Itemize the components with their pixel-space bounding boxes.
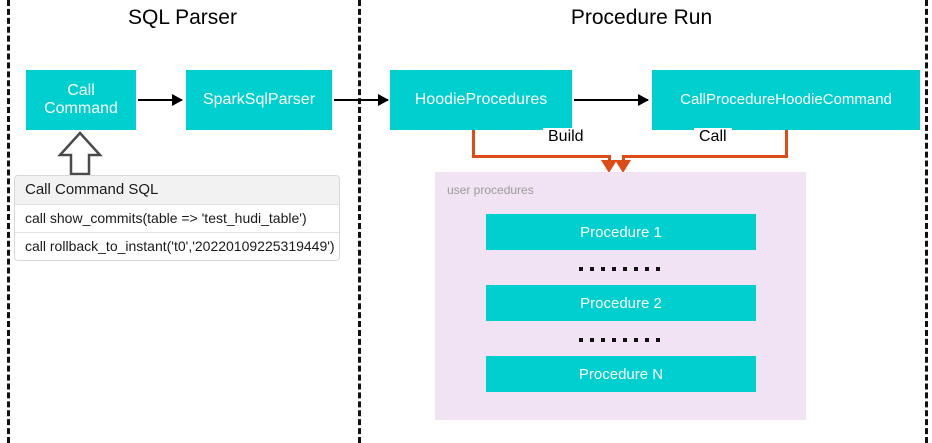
section-divider-left [7,0,10,443]
node-spark-sql-parser-label: SparkSqlParser [202,90,316,108]
ellipsis-dots [579,338,660,342]
user-procedures-panel-label: user procedures [447,183,534,197]
section-divider-right [925,0,928,443]
edge-label-call: Call [694,128,732,146]
node-hoodie-procedures-label: HoodieProcedures [414,90,548,108]
procedure-box[interactable]: Procedure N [486,356,756,392]
build-edge-arrowhead [601,160,617,173]
edge-label-build: Build [543,128,589,146]
build-edge-segment-horizontal [472,155,611,158]
call-edge-segment-horizontal [622,155,788,158]
arrow-spark-sql-parser-to-hoodie-procedures [334,94,389,106]
section-title-procedure-run: Procedure Run [570,6,713,29]
ellipsis-dots [579,267,660,271]
call-edge-arrowhead [615,160,631,173]
procedure-box-label: Procedure 1 [580,223,662,241]
node-spark-sql-parser[interactable]: SparkSqlParser [186,70,332,130]
node-hoodie-procedures[interactable]: HoodieProcedures [390,70,572,130]
procedure-box-label: Procedure 2 [580,294,662,312]
sql-table-row: call rollback_to_instant('t0','202201092… [25,238,335,254]
arrow-hoodie-procedures-to-call-procedure-hoodie-command [574,94,649,106]
node-call-procedure-hoodie-command[interactable]: CallProcedureHoodieCommand [652,70,920,130]
sql-table-header: Call Command SQL [15,176,339,205]
section-divider-middle [358,0,361,443]
node-call-procedure-hoodie-command-label: CallProcedureHoodieCommand [680,91,892,109]
node-call-command[interactable]: Call Command [26,70,136,130]
node-call-command-line1: Call [67,81,95,99]
hollow-up-arrow-icon [57,131,103,176]
call-edge-segment-vertical-right [785,130,788,158]
procedure-box[interactable]: Procedure 1 [486,214,756,250]
build-edge-segment-vertical-left [472,130,475,158]
procedure-box-label: Procedure N [578,365,664,383]
section-title-sql-parser: SQL Parser [128,6,237,29]
arrow-call-command-to-spark-sql-parser [138,94,183,106]
procedure-box[interactable]: Procedure 2 [486,285,756,321]
call-command-sql-table: Call Command SQL call show_commits(table… [14,175,340,261]
sql-table-row: call show_commits(table => 'test_hudi_ta… [15,205,339,233]
node-call-command-line2: Command [44,100,118,117]
